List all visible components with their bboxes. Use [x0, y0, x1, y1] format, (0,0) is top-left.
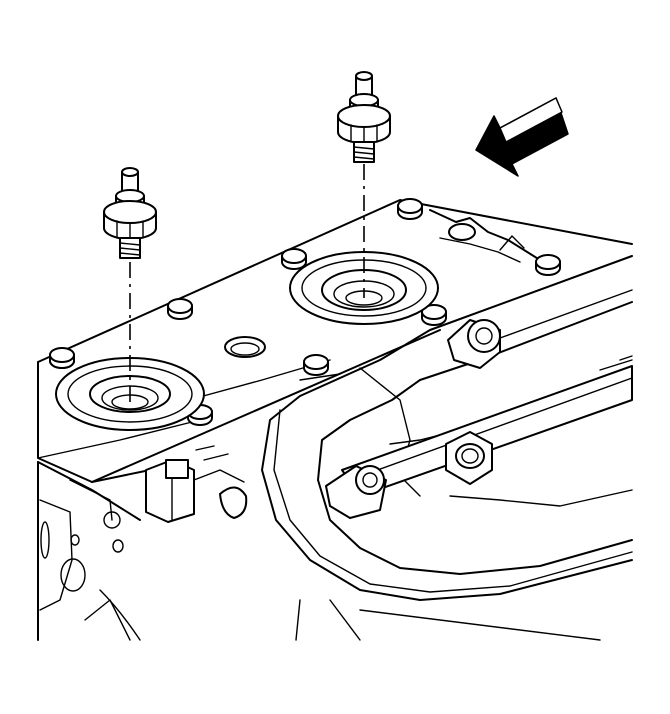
- knock-sensor: [103, 167, 157, 259]
- intake-manifold: [261, 255, 633, 641]
- block-hole: [103, 511, 121, 529]
- knock-sensor: [337, 71, 391, 163]
- fuel-rail: [325, 289, 633, 519]
- direction-arrow: [475, 97, 569, 177]
- cylinder-head: [37, 199, 633, 483]
- block-hole: [70, 534, 80, 546]
- engine-block: [37, 461, 141, 641]
- wiring-connector: [145, 445, 248, 523]
- bracket-hole: [448, 223, 476, 241]
- block-port: [40, 521, 50, 559]
- core-plug: [224, 336, 266, 358]
- head-bolt: [49, 198, 561, 426]
- block-hole: [112, 539, 124, 553]
- block-port: [60, 558, 86, 592]
